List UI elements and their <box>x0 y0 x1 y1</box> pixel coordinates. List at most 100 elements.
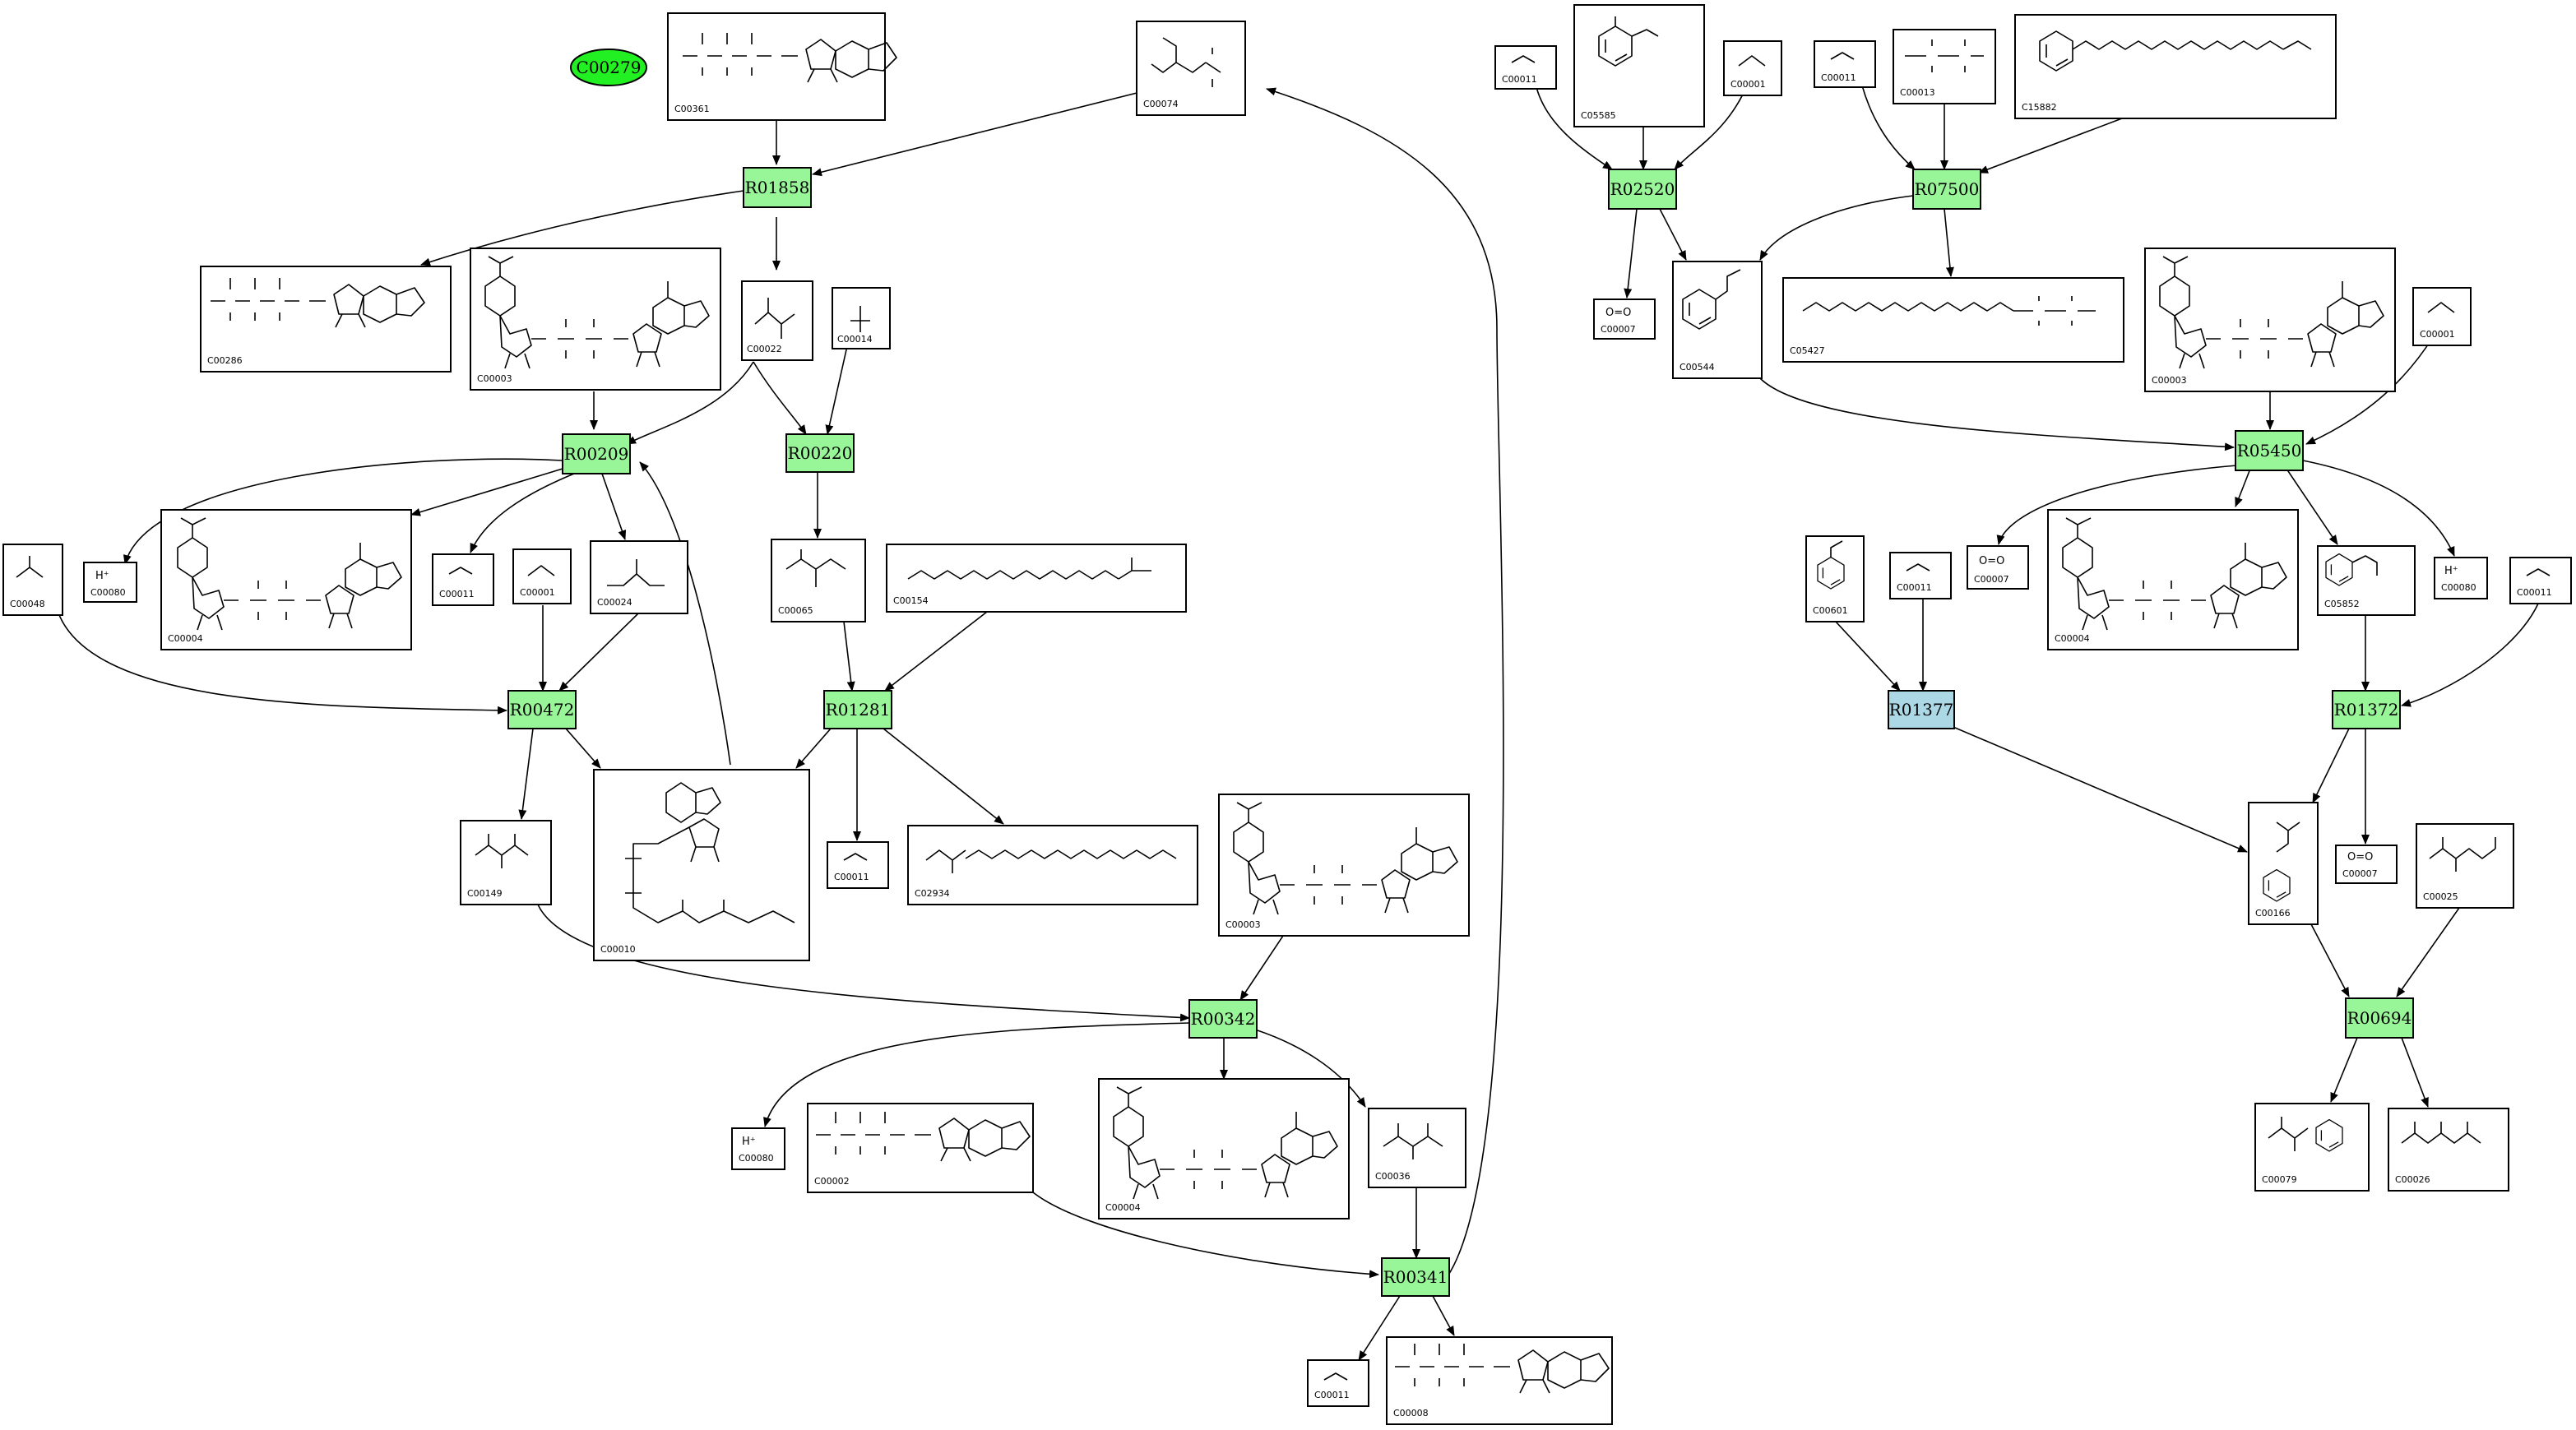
compound-c00004[interactable]: C00004 <box>160 509 412 650</box>
compound-label: C00011 <box>1897 582 1932 593</box>
compound-c00011[interactable]: C00011 <box>2509 557 2572 604</box>
reaction-r01281[interactable]: R01281 <box>823 690 892 729</box>
compound-c00008[interactable]: C00008 <box>1386 1336 1613 1425</box>
reaction-label: R01858 <box>745 178 810 197</box>
reaction-r00341[interactable]: R00341 <box>1381 1257 1450 1297</box>
compound-c00080[interactable]: H⁺ C00080 <box>2434 557 2488 599</box>
compound-c00004[interactable]: C00004 <box>1098 1078 1350 1219</box>
compound-c00007[interactable]: O=O C00007 <box>2335 845 2398 884</box>
compound-c00149[interactable]: C00149 <box>460 820 552 905</box>
compound-label: C15882 <box>2022 102 2057 113</box>
compound-c00361[interactable]: C00361 <box>667 12 897 121</box>
compound-c00001[interactable]: C00001 <box>512 548 572 604</box>
start-node-label: C00279 <box>577 58 642 77</box>
compound-c00011[interactable]: C00011 <box>1307 1359 1369 1407</box>
reaction-r05450[interactable]: R05450 <box>2235 430 2304 471</box>
compound-c00022[interactable]: C00022 <box>741 280 813 361</box>
compound-formula: H⁺ <box>742 1136 756 1148</box>
compound-c00011[interactable]: C00011 <box>1494 45 1557 90</box>
molecule-structure <box>1906 563 1930 572</box>
compound-c00001[interactable]: C00001 <box>1723 40 1782 96</box>
molecule-structure <box>448 567 473 575</box>
compound-c05427[interactable]: C05427 <box>1782 277 2124 363</box>
reaction-r01377[interactable]: R01377 <box>1888 690 1955 729</box>
compound-c02934[interactable]: C02934 <box>907 825 1198 905</box>
reaction-label: R07500 <box>1915 179 1980 199</box>
compound-c00036[interactable]: C00036 <box>1368 1108 1466 1188</box>
compound-c00003[interactable]: C00003 <box>1218 794 1470 937</box>
edge <box>884 611 988 692</box>
edges <box>58 79 2539 1361</box>
compound-c00154[interactable]: C00154 <box>886 544 1187 613</box>
edge <box>1674 85 1748 170</box>
edge <box>2330 1037 2358 1103</box>
start-node-c00279[interactable]: C00279 <box>570 49 647 86</box>
compound-c00013[interactable]: C00013 <box>1893 29 1996 104</box>
reaction-label: R00209 <box>564 444 629 464</box>
edge <box>2310 923 2350 997</box>
compound-label: C00011 <box>1821 72 1856 83</box>
edge <box>1996 465 2238 545</box>
compound-c00048[interactable]: C00048 <box>2 544 63 616</box>
molecule-structure <box>607 559 665 586</box>
compound-c00004[interactable]: C00004 <box>2047 509 2299 650</box>
molecule-structure <box>850 306 870 332</box>
compound-c00286[interactable]: C00286 <box>200 266 452 373</box>
molecule-structure <box>785 549 846 587</box>
reaction-label: R00694 <box>2347 1008 2412 1028</box>
compound-label: C00011 <box>1314 1390 1350 1400</box>
reaction-r00342[interactable]: R00342 <box>1188 999 1258 1039</box>
molecule-structure <box>2039 30 2312 72</box>
compound-c00074[interactable]: C00074 <box>1136 21 1246 116</box>
compound-c05585[interactable]: C05585 <box>1573 4 1705 127</box>
compound-c00601[interactable]: C00601 <box>1805 535 1865 622</box>
reaction-r00472[interactable]: R00472 <box>507 690 577 729</box>
edge <box>123 458 563 565</box>
compound-c00011[interactable]: C00011 <box>1889 552 1952 599</box>
compound-c00014[interactable]: C00014 <box>832 287 891 349</box>
compound-label: C00004 <box>2055 633 2090 644</box>
edge <box>1254 1029 1366 1108</box>
compound-c00024[interactable]: C00024 <box>590 540 688 614</box>
edge <box>470 473 575 553</box>
compound-c00003[interactable]: C00003 <box>470 248 721 391</box>
compound-c00080[interactable]: H⁺ C00080 <box>83 562 137 603</box>
compound-c00001[interactable]: C00001 <box>2412 287 2472 346</box>
compounds: C00361 C00074 C00286 C00003 <box>2 4 2572 1425</box>
compound-c00011[interactable]: C00011 <box>1814 40 1876 88</box>
reaction-r01858[interactable]: R01858 <box>743 167 812 208</box>
reaction-r00209[interactable]: R00209 <box>562 433 631 474</box>
compound-c00007[interactable]: O=O C00007 <box>1593 298 1656 340</box>
compound-c00544[interactable]: C00544 <box>1672 261 1763 379</box>
molecule-structure <box>843 853 868 861</box>
compound-c00166[interactable]: C00166 <box>2248 802 2319 925</box>
compound-c00010[interactable]: C00010 <box>593 769 810 961</box>
reaction-r00220[interactable]: R00220 <box>785 433 855 473</box>
compound-c00080[interactable]: H⁺ C00080 <box>731 1127 785 1170</box>
reaction-r01372[interactable]: R01372 <box>2332 690 2401 729</box>
compound-c00007[interactable]: O=O C00007 <box>1967 545 2029 590</box>
compound-label: C00001 <box>520 587 555 598</box>
compound-c00025[interactable]: C00025 <box>2416 823 2514 909</box>
compound-c05852[interactable]: C05852 <box>2317 545 2416 616</box>
compound-c00002[interactable]: C00002 <box>807 1103 1034 1193</box>
edge <box>2305 336 2434 445</box>
compound-c00079[interactable]: C00079 <box>2254 1103 2370 1192</box>
molecule-structure <box>1151 37 1221 87</box>
edge <box>1239 935 1284 1001</box>
reaction-r02520[interactable]: R02520 <box>1608 169 1677 210</box>
compound-formula: O=O <box>1605 307 1631 319</box>
compound-label: C00149 <box>467 888 503 899</box>
reaction-r07500[interactable]: R07500 <box>1912 169 1981 210</box>
compound-label: C00026 <box>2395 1174 2430 1185</box>
compound-c00065[interactable]: C00065 <box>771 539 866 622</box>
compound-c00011[interactable]: C00011 <box>827 841 889 889</box>
compound-c00003[interactable]: C00003 <box>2144 248 2396 392</box>
compound-label: C00011 <box>1502 74 1537 85</box>
molecule-structure <box>2268 1117 2343 1152</box>
compound-c00026[interactable]: C00026 <box>2388 1108 2509 1192</box>
reaction-r00694[interactable]: R00694 <box>2345 997 2414 1039</box>
compound-label: C00004 <box>1105 1202 1141 1213</box>
compound-c00011[interactable]: C00011 <box>432 553 494 606</box>
compound-c15882[interactable]: C15882 <box>2014 14 2337 119</box>
